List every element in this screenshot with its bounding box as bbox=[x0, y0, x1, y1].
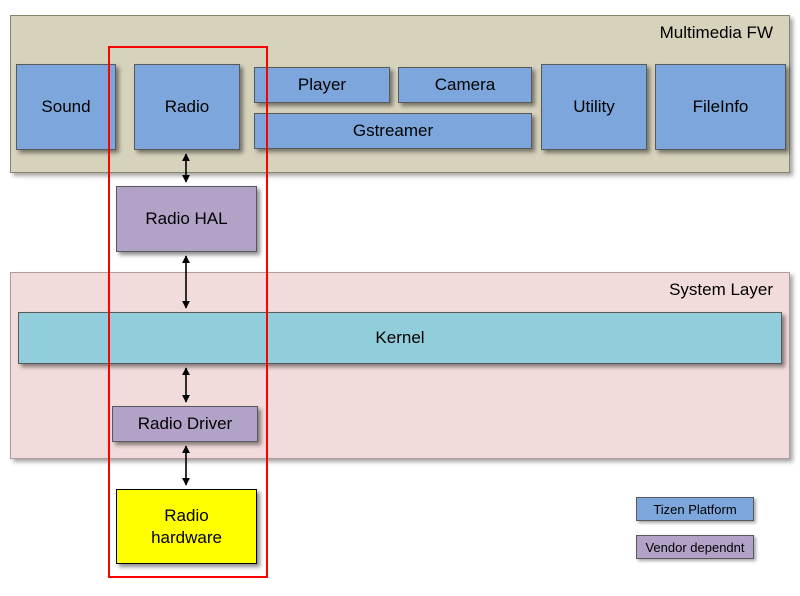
system-layer-title: System Layer bbox=[669, 280, 773, 299]
radio-driver-box: Radio Driver bbox=[112, 406, 258, 442]
kernel-box: Kernel bbox=[18, 312, 782, 364]
module-radio: Radio bbox=[134, 64, 240, 150]
legend-vendor-dependent: Vendor dependnt bbox=[636, 535, 754, 559]
radio-hardware-box: Radio hardware bbox=[116, 489, 257, 564]
multimedia-fw-title: Multimedia FW bbox=[659, 23, 773, 42]
module-utility: Utility bbox=[541, 64, 647, 150]
radio-hal-box: Radio HAL bbox=[116, 186, 257, 252]
module-sound: Sound bbox=[16, 64, 116, 150]
module-fileinfo: FileInfo bbox=[655, 64, 786, 150]
module-player: Player bbox=[254, 67, 390, 103]
module-gstreamer: Gstreamer bbox=[254, 113, 532, 149]
radio-path-highlight bbox=[108, 46, 268, 578]
legend-tizen-platform: Tizen Platform bbox=[636, 497, 754, 521]
module-camera: Camera bbox=[398, 67, 532, 103]
